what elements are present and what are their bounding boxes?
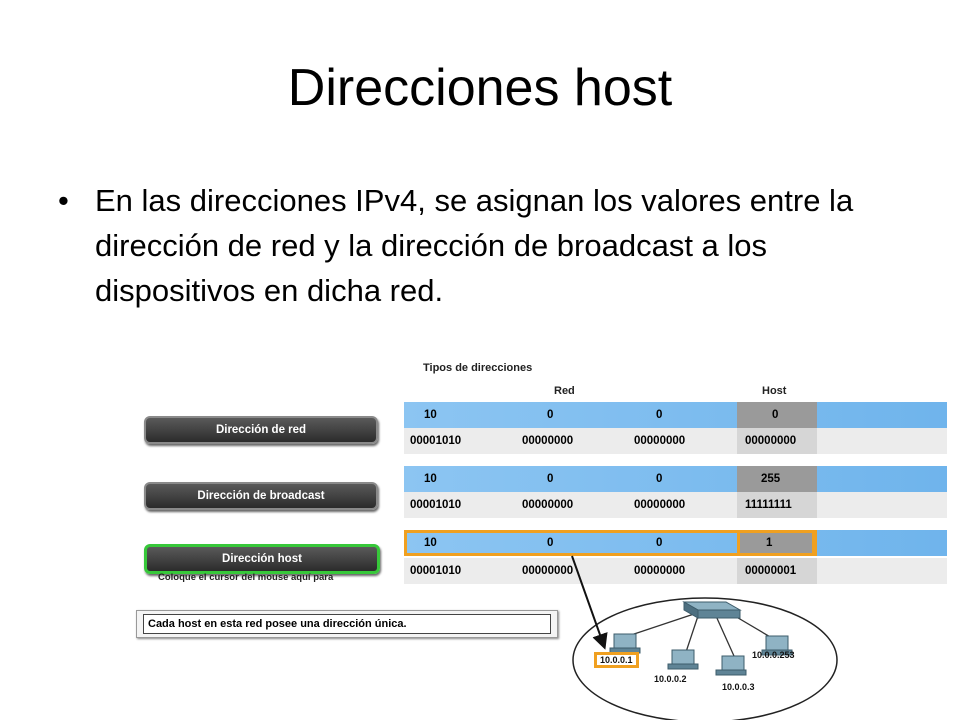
pc-icon [667, 649, 699, 670]
host-column-bg [737, 402, 817, 428]
octet-cell: 00000000 [745, 435, 797, 447]
host-ip-label: 10.0.0.1 [594, 652, 639, 668]
bullet-dot: • [58, 183, 69, 218]
broadcast-binary-row: 00001010 00000000 00000000 11111111 [404, 492, 947, 518]
host-address-button[interactable]: Dirección host [144, 544, 380, 574]
octet-cell: 255 [761, 473, 781, 485]
figure-title: Tipos de direcciones [423, 362, 533, 374]
octet-cell: 00001010 [410, 565, 462, 577]
octet-cell: 0 [772, 409, 779, 421]
slide-title: Direcciones host [287, 59, 673, 117]
octet-cell: 00000000 [522, 435, 574, 447]
host-ip-label: 10.0.0.253 [752, 650, 795, 660]
octet-cell: 00000000 [634, 499, 686, 511]
octet-cell: 00000001 [745, 565, 797, 577]
host-binary-row: 00001010 00000000 00000000 00000001 [404, 558, 947, 584]
host-column-bg [737, 492, 817, 518]
network-address-button[interactable]: Dirección de red [144, 416, 378, 444]
octet-cell: 00000000 [522, 565, 574, 577]
network-binary-row: 00001010 00000000 00000000 00000000 [404, 428, 947, 454]
host-column-bg [737, 530, 817, 556]
broadcast-decimal-row: 10 0 0 255 [404, 466, 947, 492]
link-line [715, 615, 735, 657]
network-decimal-row: 10 0 0 0 [404, 402, 947, 428]
octet-cell: 0 [547, 473, 554, 485]
arrow-line [571, 555, 608, 650]
link-line [685, 615, 699, 653]
host-column-bg [737, 558, 817, 584]
pc-icon [761, 635, 793, 656]
host-column-bg [737, 466, 817, 492]
address-types-figure: Tipos de direcciones Red Host Dirección … [134, 352, 947, 720]
link-line [627, 613, 695, 637]
octet-cell: 00001010 [410, 499, 462, 511]
pointer-arrow [571, 555, 608, 650]
bullet-text: En las direcciones IPv4, se asignan los … [95, 183, 854, 308]
host-decimal-row: 10 0 0 1 [404, 530, 947, 556]
header-host: Host [762, 385, 787, 397]
octet-cell: 0 [547, 409, 554, 421]
message-text: Cada host en esta red posee una direcció… [143, 614, 551, 634]
octet-cell: 00001010 [410, 435, 462, 447]
octet-cell: 10 [424, 473, 437, 485]
octet-cell: 0 [656, 409, 663, 421]
octet-cell: 0 [656, 537, 663, 549]
octet-cell: 00000000 [634, 435, 686, 447]
switch-icon [682, 601, 742, 619]
host-column-bg [737, 428, 817, 454]
octet-cell: 10 [424, 537, 437, 549]
pc-icon [715, 655, 747, 676]
host-ip-label: 10.0.0.2 [654, 674, 687, 684]
host-portion-highlight [737, 530, 817, 556]
network-ellipse [572, 597, 838, 720]
network-diagram [572, 597, 838, 720]
header-red: Red [554, 385, 575, 397]
octet-cell: 1 [766, 537, 773, 549]
octet-cell: 00000000 [522, 499, 574, 511]
octet-cell: 0 [547, 537, 554, 549]
octet-cell: 0 [656, 473, 663, 485]
host-ip-label: 10.0.0.3 [722, 682, 755, 692]
octet-cell: 10 [424, 409, 437, 421]
octet-cell: 00000000 [634, 565, 686, 577]
pc-icon [609, 633, 641, 654]
octet-cell: 11111111 [745, 499, 792, 511]
hover-hint: Coloque el cursor del mouse aquí para [158, 572, 334, 583]
broadcast-address-button[interactable]: Dirección de broadcast [144, 482, 378, 510]
message-box: Cada host en esta red posee una direcció… [136, 610, 558, 638]
network-portion-highlight [404, 530, 815, 556]
